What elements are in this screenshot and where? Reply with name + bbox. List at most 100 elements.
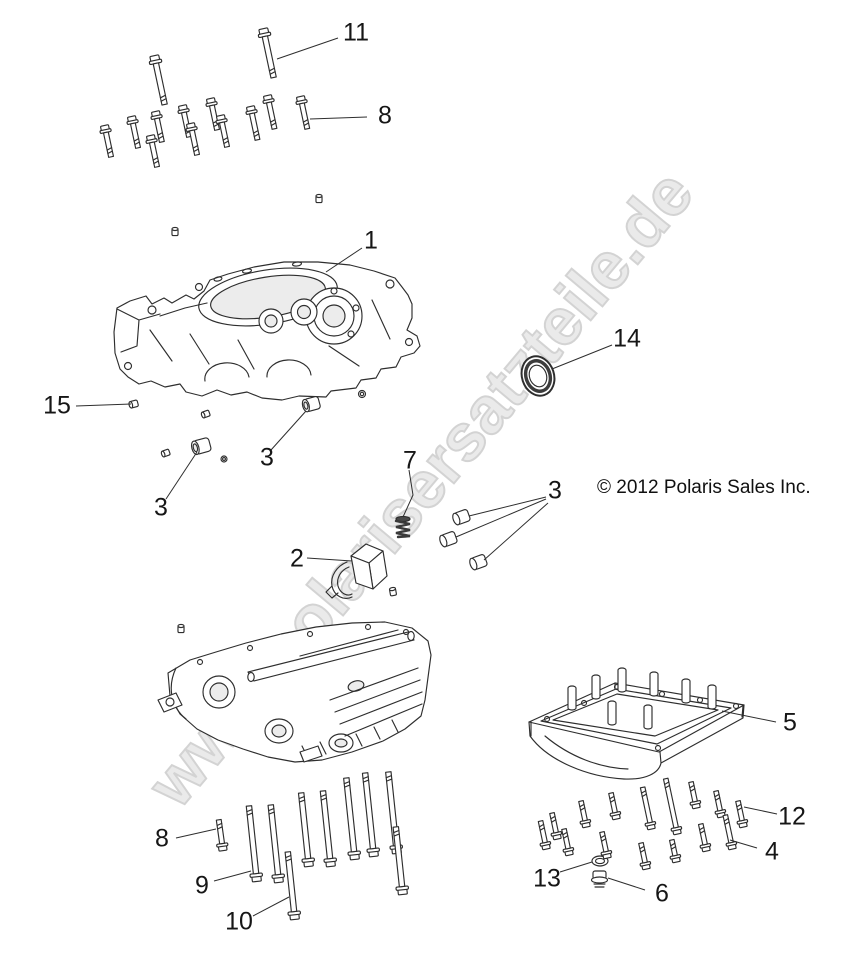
callout-11: 11 [343,18,369,47]
callout-4: 4 [765,837,779,866]
callout-13: 13 [533,864,561,893]
alignment-ring [220,389,367,463]
dowel-pin [171,226,179,237]
callout-10: 10 [225,907,253,936]
bolt [126,115,142,149]
leader-line [559,861,593,873]
bolt [638,841,652,871]
oil-pan-standoff [681,678,691,704]
leader-line [306,557,353,562]
leader-line [721,710,777,723]
dowel-pin [177,623,185,634]
callout-9: 9 [195,871,209,900]
callout-7: 7 [403,446,417,475]
oil-pan-standoff [617,667,627,693]
bolt [99,124,115,158]
oil-pan-standoff [607,700,617,726]
oil-pan-standoff [649,671,659,697]
plug [452,509,471,526]
bolt [735,799,749,829]
callout-3-a: 3 [260,443,274,472]
bolt [319,790,337,868]
generated-hardware [75,27,778,921]
leader-line [743,806,778,815]
callout-8-top: 8 [378,101,392,130]
bolt [537,820,552,851]
leader-line [309,116,368,120]
bolt [257,27,277,79]
bushing [301,396,321,413]
bolt [267,804,285,884]
leader-line [468,496,547,517]
leader-line [402,469,414,518]
bolt [639,786,657,831]
bolt [297,792,315,868]
bolt [561,827,575,857]
bolt [392,826,409,896]
bolt [697,822,712,853]
oil-pan-standoff [707,684,717,710]
oil-pan-standoff [567,685,577,711]
dowel-pin [315,193,323,204]
leader-line [455,498,547,538]
callout-1: 1 [364,226,378,255]
callout-15: 15 [43,391,71,420]
bolt [668,838,682,864]
callout-3-c: 3 [548,476,562,505]
leader-line [213,870,252,882]
bushing [190,437,212,456]
leader-line [270,410,307,451]
crankcase-upper-half [113,261,421,401]
bolt [662,777,683,836]
bolt [245,105,261,141]
oil-pan-standoff [591,674,601,700]
oil-pan [528,667,745,780]
leader-line [607,877,646,891]
leader-line [252,896,290,917]
bolt [688,780,702,810]
leader-line [175,828,217,839]
bolt [215,114,231,148]
bolt [145,134,161,168]
crankshaft-seal [520,355,556,397]
plug [439,531,458,548]
dowel-pin [388,586,397,597]
bolt [284,851,301,921]
crankcase-lower-half [157,621,432,763]
bolt [608,791,622,821]
callout-2: 2 [290,544,304,573]
bolt [578,799,592,829]
callout-3-b: 3 [154,493,168,522]
bolt [245,805,263,883]
bolt [599,830,613,860]
leader-line [165,451,198,500]
leader-line [729,839,758,849]
bolt [185,122,201,156]
bolt [722,814,738,851]
leader-line [75,403,132,407]
leader-line [325,247,363,273]
dowel-pin [160,448,171,458]
callout-5: 5 [783,708,797,737]
bolt [295,95,311,130]
bolt [150,110,165,143]
dowel-pin [200,409,211,419]
leader-line [551,344,613,370]
callout-8-bottom: 8 [155,824,169,853]
plug [128,399,139,409]
callout-6: 6 [655,879,669,908]
leader-line [276,37,339,60]
plug [469,554,488,571]
bolt [361,772,380,858]
mount-bracket [325,543,388,599]
bolt [713,789,727,819]
bolt [262,94,278,130]
leader-line [483,502,549,561]
callout-12: 12 [778,802,806,831]
bolt [215,818,229,852]
oil-pan-standoff [643,704,653,730]
copyright-notice: © 2012 Polaris Sales Inc. [597,477,811,498]
callout-14: 14 [613,324,641,353]
